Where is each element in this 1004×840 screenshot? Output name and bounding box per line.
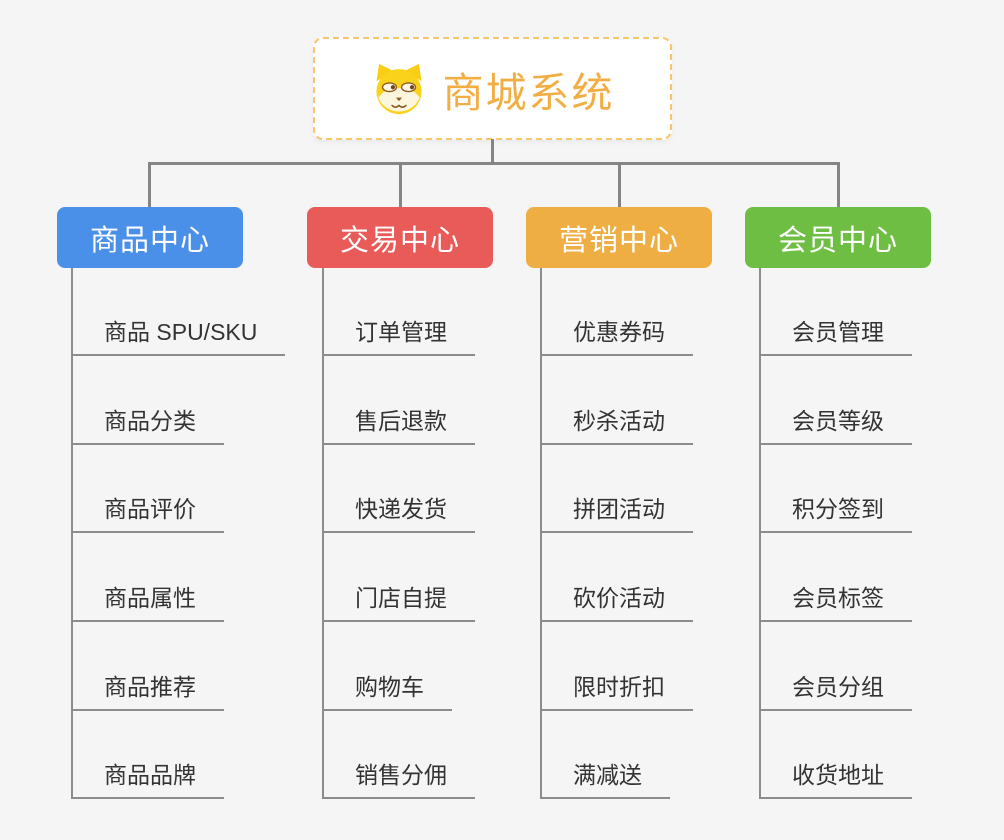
connector-drop-4 [837,162,840,208]
leaf-node[interactable]: 优惠券码 [540,314,693,356]
root-title: 商城系统 [442,69,615,116]
connector-bus [149,162,840,165]
leaf-node[interactable]: 商品分类 [71,403,224,445]
leaf-node[interactable]: 商品品牌 [71,757,224,799]
leaf-node[interactable]: 砍价活动 [540,580,693,622]
connector-branch-trunk-3 [540,268,542,799]
branch-node-marketing-center[interactable]: 营销中心 [526,207,712,268]
leaf-node[interactable]: 快递发货 [322,491,475,533]
leaf-node[interactable]: 会员分组 [759,669,912,711]
dog-icon [371,63,427,115]
leaf-node[interactable]: 限时折扣 [540,669,693,711]
branch-node-product-center[interactable]: 商品中心 [57,207,243,268]
leaf-node[interactable]: 订单管理 [322,314,475,356]
leaf-node[interactable]: 售后退款 [322,403,475,445]
leaf-node[interactable]: 收货地址 [759,757,912,799]
leaf-node[interactable]: 秒杀活动 [540,403,693,445]
leaf-node[interactable]: 满减送 [540,757,670,799]
leaf-node[interactable]: 会员标签 [759,580,912,622]
leaf-node[interactable]: 会员等级 [759,403,912,445]
leaf-node[interactable]: 商品 SPU/SKU [71,314,286,356]
leaf-node[interactable]: 商品评价 [71,491,224,533]
connector-drop-3 [618,162,621,208]
connector-drop-1 [148,162,151,208]
leaf-node[interactable]: 门店自提 [322,580,475,622]
connector-branch-trunk-1 [71,268,73,799]
leaf-node[interactable]: 商品属性 [71,580,224,622]
root-node[interactable]: 商城系统 [313,37,672,140]
branch-node-member-center[interactable]: 会员中心 [745,207,931,268]
leaf-node[interactable]: 积分签到 [759,491,912,533]
connector-branch-trunk-2 [322,268,324,799]
connector-root-trunk [491,139,494,163]
leaf-node[interactable]: 购物车 [322,669,452,711]
leaf-node[interactable]: 商品推荐 [71,669,224,711]
connector-branch-trunk-4 [759,268,761,799]
leaf-node[interactable]: 会员管理 [759,314,912,356]
leaf-node[interactable]: 拼团活动 [540,491,693,533]
branch-node-trade-center[interactable]: 交易中心 [307,207,493,268]
connector-drop-2 [399,162,402,208]
leaf-node[interactable]: 销售分佣 [322,757,475,799]
